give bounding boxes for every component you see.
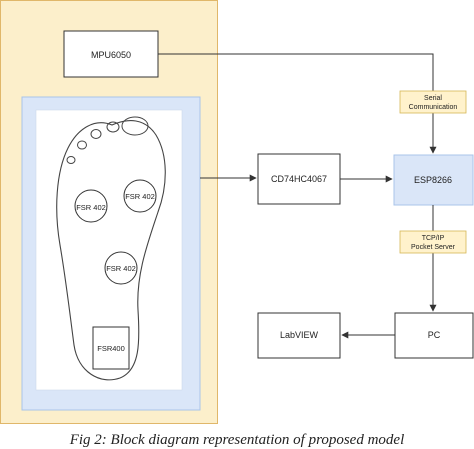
toe-shape (106, 121, 120, 133)
fsr-sensor-left (74, 189, 108, 223)
tcpip-label-box (399, 230, 467, 254)
figure-caption: Fig 2: Block diagram representation of p… (69, 432, 405, 448)
serial-communication-label-box (399, 90, 467, 114)
mpu6050-block (63, 30, 159, 78)
toe-shape (77, 140, 87, 150)
fsr-sensor-right-label: FSR 402 (125, 192, 155, 201)
labview-label: LabVIEW (280, 330, 319, 340)
fsr-sensor-mid (104, 251, 138, 285)
fsr-sensor-heel-label: FSR400 (97, 344, 125, 353)
serial-communication-label-line2: Communication (409, 104, 458, 111)
mpu6050-label: MPU6050 (91, 50, 131, 60)
tcpip-label-line2: Pocket Server (411, 244, 456, 251)
fsr-sensor-left-label: FSR 402 (76, 203, 106, 212)
multiplexer-label: CD74HC4067 (271, 174, 327, 184)
multiplexer-block (257, 153, 341, 205)
serial-communication-label-line1: Serial (424, 95, 442, 102)
toe-shape (121, 116, 149, 136)
foot-outline (56, 120, 166, 381)
labview-block (257, 312, 341, 359)
tcpip-label-line1: TCP/IP (422, 235, 445, 242)
fsr-sensor-right (123, 179, 157, 213)
fsr-sensor-mid-label: FSR 402 (106, 264, 136, 273)
esp8266-label: ESP8266 (414, 175, 452, 185)
pc-label: PC (428, 330, 441, 340)
pc-block (394, 312, 474, 359)
connector-mpu-to-esp (158, 53, 437, 154)
toe-shape (90, 129, 102, 139)
fsr-sensor-heel (92, 326, 130, 370)
toe-shape (66, 156, 76, 164)
